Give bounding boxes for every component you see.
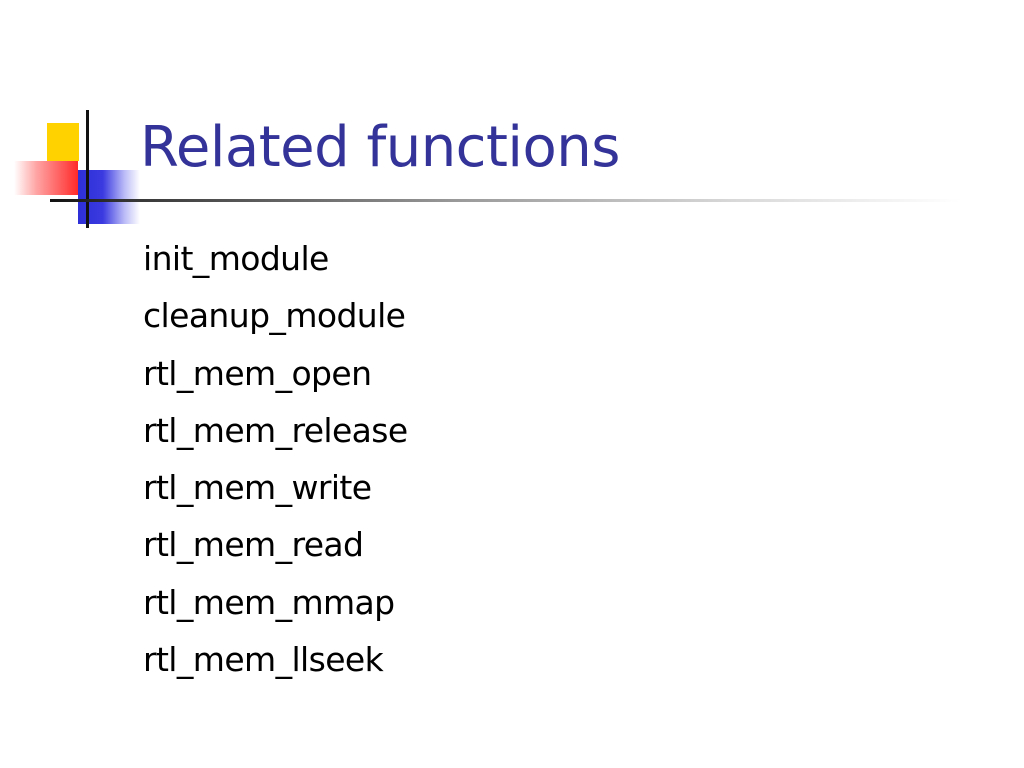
- list-item: init_module: [143, 239, 329, 278]
- list-item: rtl_mem_mmap: [143, 582, 395, 622]
- list-item: rtl_mem_llseek: [143, 640, 384, 680]
- decorative-squares-logo: [0, 0, 150, 240]
- list-item: rtl_mem_write: [143, 468, 372, 508]
- red-square: [14, 161, 78, 195]
- yellow-square: [47, 123, 79, 161]
- list-item: rtl_mem_read: [143, 525, 364, 565]
- title-underline-rule: [50, 199, 960, 202]
- list-item: cleanup_module: [143, 296, 406, 336]
- list-item: rtl_mem_release: [143, 410, 408, 450]
- list-item: rtl_mem_open: [143, 353, 372, 393]
- slide-title: Related functions: [140, 115, 620, 180]
- function-list: init_module cleanup_module rtl_mem_open …: [143, 230, 408, 688]
- vertical-rule: [86, 110, 89, 228]
